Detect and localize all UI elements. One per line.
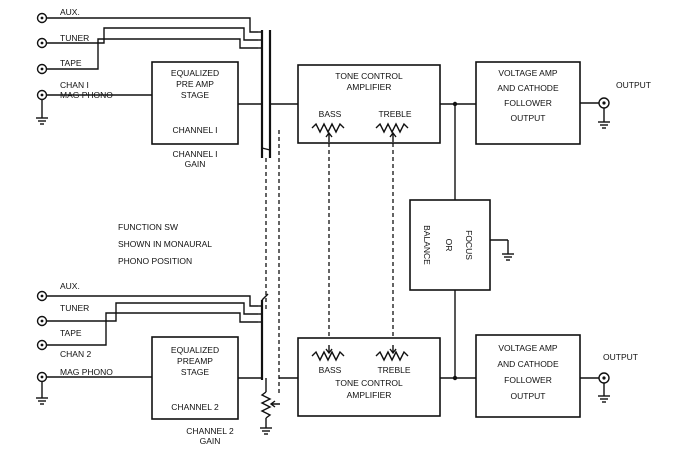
tape-label-ch1: TAPE xyxy=(60,58,82,68)
chan-label-ch1: CHAN I xyxy=(60,80,89,90)
tuner-label-ch1: TUNER xyxy=(60,33,89,43)
preamp2-line2: PREAMP xyxy=(177,356,213,366)
chan-label-ch2: CHAN 2 xyxy=(60,349,91,359)
tone1-title2: AMPLIFIER xyxy=(347,82,392,92)
aux-label-ch2: AUX. xyxy=(60,281,80,291)
voltage-amp-1: VOLTAGE AMP AND CATHODE FOLLOWER OUTPUT xyxy=(475,61,581,145)
aux-label-ch1: AUX. xyxy=(60,7,80,17)
tone2-bass-label: BASS xyxy=(319,365,342,375)
balance-line2: OR xyxy=(444,239,454,252)
treble-pot-1 xyxy=(375,122,409,134)
tone2-title1: TONE CONTROL xyxy=(335,378,403,388)
gain-label-ch2-line2: GAIN xyxy=(200,436,221,446)
gain-label-ch1-line2: GAIN xyxy=(185,159,206,169)
function-switch-ch1 xyxy=(258,30,272,158)
gain-pot-ch2 xyxy=(260,378,280,435)
tone2-treble-label: TREBLE xyxy=(377,365,410,375)
tone1-title1: TONE CONTROL xyxy=(335,71,403,81)
gain-label-ch1-line1: CHANNEL I xyxy=(172,149,217,159)
tone1-bass-label: BASS xyxy=(319,109,342,119)
bass-pot-2 xyxy=(311,350,345,362)
tone-control-amp-1: TONE CONTROL AMPLIFIER BASS TREBLE xyxy=(297,64,441,144)
tape-label-ch2: TAPE xyxy=(60,328,82,338)
balance-focus-control: BALANCE OR FOCUS xyxy=(409,199,491,291)
preamp2-line3: STAGE xyxy=(181,367,210,377)
tone2-title2: AMPLIFIER xyxy=(347,390,392,400)
voltage2-line1: VOLTAGE AMP xyxy=(498,343,558,353)
function-sw-label-line2: SHOWN IN MONAURAL xyxy=(118,239,212,249)
preamp1-channel: CHANNEL I xyxy=(172,125,217,135)
function-sw-label-line1: FUNCTION SW xyxy=(118,222,178,232)
voltage1-line4: OUTPUT xyxy=(511,113,546,123)
function-sw-label-line3: PHONO POSITION xyxy=(118,256,192,266)
preamp2-channel: CHANNEL 2 xyxy=(171,402,219,412)
tone1-treble-label: TREBLE xyxy=(378,109,411,119)
voltage2-line3: FOLLOWER xyxy=(504,375,552,385)
preamp2-line1: EQUALIZED xyxy=(171,345,219,355)
preamp1-line1: EQUALIZED xyxy=(171,68,219,78)
bass-pot-1 xyxy=(311,122,345,134)
tuner-label-ch2: TUNER xyxy=(60,303,89,313)
voltage1-line1: VOLTAGE AMP xyxy=(498,68,558,78)
voltage-amp-2: VOLTAGE AMP AND CATHODE FOLLOWER OUTPUT xyxy=(475,334,581,418)
voltage2-line2: AND CATHODE xyxy=(497,359,559,369)
balance-line1: BALANCE xyxy=(422,225,432,265)
preamp1-line2: PRE AMP xyxy=(176,79,214,89)
preamp-channel-2: EQUALIZED PREAMP STAGE CHANNEL 2 xyxy=(151,336,239,420)
treble-pot-2 xyxy=(375,350,409,362)
output-label-2: OUTPUT xyxy=(603,352,638,362)
preamp1-line3: STAGE xyxy=(181,90,210,100)
preamp-channel-1: EQUALIZED PRE AMP STAGE CHANNEL I xyxy=(151,61,239,145)
function-switch-ch2 xyxy=(258,293,269,380)
channel-2-inputs: AUX. TUNER TAPE CHAN 2 MAG PHONO xyxy=(36,281,258,405)
voltage1-line3: FOLLOWER xyxy=(504,98,552,108)
voltage2-line4: OUTPUT xyxy=(511,391,546,401)
mag-phono-label-ch2: MAG PHONO xyxy=(60,367,113,377)
gain-label-ch2-line1: CHANNEL 2 xyxy=(186,426,234,436)
balance-line3: FOCUS xyxy=(464,230,474,260)
voltage1-line2: AND CATHODE xyxy=(497,83,559,93)
tone-control-amp-2: BASS TREBLE TONE CONTROL AMPLIFIER xyxy=(297,337,441,417)
channel-1-inputs: AUX. TUNER TAPE CHAN I MAG PHONO xyxy=(36,7,258,125)
function-switch-gang-link xyxy=(265,130,280,395)
output-label-1: OUTPUT xyxy=(616,80,651,90)
